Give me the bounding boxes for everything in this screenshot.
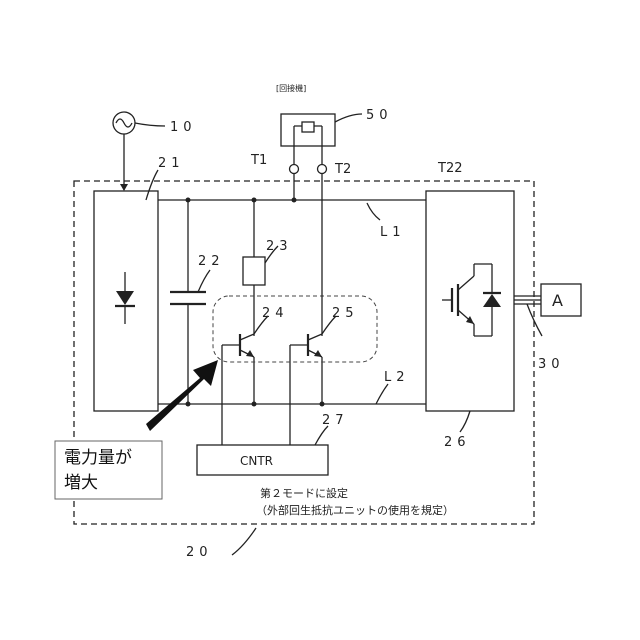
- label-t1: T1: [250, 153, 267, 168]
- label-resistor: 23: [266, 239, 293, 254]
- inverter-block-26: [426, 191, 514, 411]
- unit-resistor-icon: [302, 122, 314, 132]
- converter-diode-icon: [116, 291, 134, 305]
- igbt-collector: [458, 276, 474, 290]
- label-inverter: 26: [444, 435, 471, 450]
- callout-line2: 増大: [64, 473, 98, 493]
- source-leader-line: [135, 123, 165, 126]
- label-t2: T2: [334, 162, 351, 177]
- label-transistor-25: 25: [332, 306, 359, 321]
- transistor-25-collector: [308, 334, 322, 340]
- label-l2: L2: [384, 370, 410, 385]
- label-transistor-24: 24: [262, 306, 289, 321]
- terminal-t1: [290, 165, 299, 174]
- unit-caption: [回接機]: [276, 83, 306, 93]
- node-t25-bottom: [320, 402, 325, 407]
- label-source: 10: [170, 120, 197, 135]
- callout-line1: 電力量が: [64, 448, 132, 468]
- resistor-23: [243, 257, 265, 285]
- node-t1-bus: [292, 198, 297, 203]
- device-leader-line: [232, 528, 256, 555]
- label-output-line: 30: [538, 357, 565, 372]
- label-device: 20: [186, 545, 213, 560]
- inverter-leader-line: [460, 411, 470, 432]
- label-l1: L1: [380, 225, 406, 240]
- label-controller: 27: [322, 413, 349, 428]
- node-t24-bottom: [252, 402, 257, 407]
- controller-leader-line: [315, 426, 328, 445]
- feed-arrow-icon: [120, 184, 128, 191]
- label-converter: 21: [158, 156, 185, 171]
- label-load: A: [552, 291, 563, 310]
- power-increase-arrow-icon: [146, 360, 218, 431]
- l1-leader-line: [367, 203, 380, 220]
- converter-leader-line: [146, 170, 158, 200]
- unit-leader-line: [335, 114, 362, 122]
- mode-note-line1: 第２モードに設定: [260, 486, 348, 500]
- capacitor-leader-line: [198, 270, 210, 292]
- terminal-t2: [318, 165, 327, 174]
- l2-leader-line: [376, 384, 388, 404]
- mode-note-line2: （外部回生抵抗ユニットの使用を規定）: [256, 503, 454, 517]
- label-t22: T22: [437, 161, 462, 176]
- label-cntr: CNTR: [240, 454, 273, 468]
- inverter-diode-icon: [483, 294, 501, 307]
- label-unit: 50: [366, 108, 393, 123]
- ac-wave-icon: [116, 119, 132, 127]
- label-capacitor: 22: [198, 254, 225, 269]
- transistor-24-collector: [240, 334, 254, 340]
